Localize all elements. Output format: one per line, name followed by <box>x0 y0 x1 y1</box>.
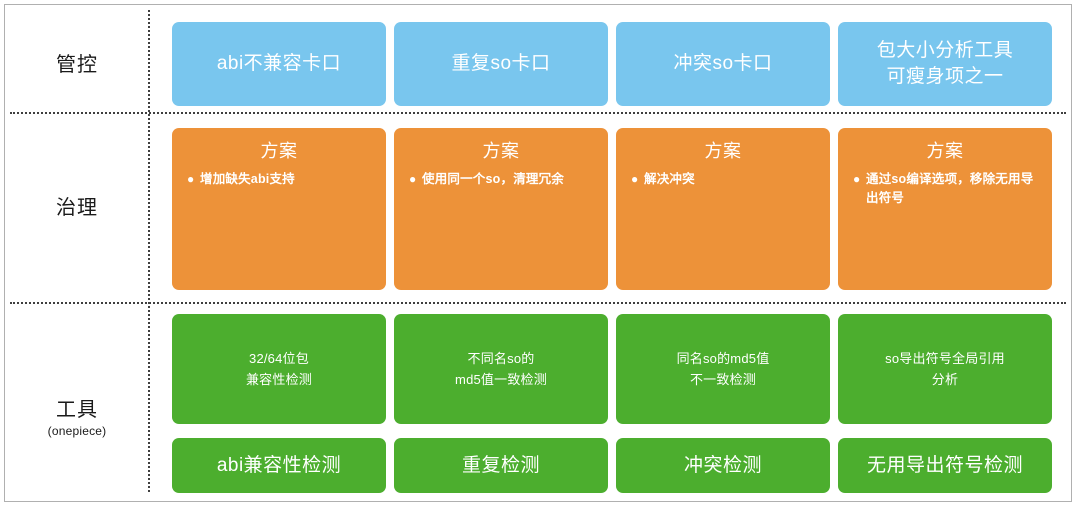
tool-desc-card-3[interactable]: 同名so的md5值 不一致检测 <box>616 314 830 424</box>
control-card-1[interactable]: abi不兼容卡口 <box>172 22 386 106</box>
row-label-control: 管控 <box>6 52 148 78</box>
row-label-tools-sub: (onepiece) <box>47 424 107 438</box>
horizontal-dotted-separator-1 <box>10 112 1066 114</box>
row-label-governance-main: 治理 <box>56 197 98 219</box>
row-label-control-main: 管控 <box>56 54 98 76</box>
tool-desc-card-4[interactable]: so导出符号全局引用 分析 <box>838 314 1052 424</box>
plan-card-2-list: ● 使用同一个so，清理冗余 <box>406 170 596 189</box>
plan-card-4-list: ● 通过so编译选项，移除无用导出符号 <box>850 170 1040 208</box>
bullet-icon: ● <box>631 172 639 186</box>
plan-card-2-title: 方案 <box>482 141 520 161</box>
horizontal-dotted-separator-2 <box>10 302 1066 304</box>
plan-card-1-list: ● 增加缺失abi支持 <box>184 170 374 189</box>
row-label-governance: 治理 <box>6 195 148 221</box>
plan-card-4-item-1-text: 通过so编译选项，移除无用导出符号 <box>866 172 1034 205</box>
plan-card-2-item-1: ● 使用同一个so，清理冗余 <box>409 170 594 189</box>
vertical-dotted-separator <box>148 10 150 492</box>
plan-card-3[interactable]: 方案 ● 解决冲突 <box>616 128 830 290</box>
plan-card-1[interactable]: 方案 ● 增加缺失abi支持 <box>172 128 386 290</box>
tool-name-card-1[interactable]: abi兼容性检测 <box>172 438 386 493</box>
tool-name-card-3[interactable]: 冲突检测 <box>616 438 830 493</box>
plan-card-3-title: 方案 <box>704 141 742 161</box>
plan-card-3-list: ● 解决冲突 <box>628 170 818 189</box>
plan-card-4-item-1: ● 通过so编译选项，移除无用导出符号 <box>853 170 1038 208</box>
row-label-tools-main: 工具 <box>56 399 98 421</box>
plan-card-1-item-1: ● 增加缺失abi支持 <box>187 170 372 189</box>
plan-card-2[interactable]: 方案 ● 使用同一个so，清理冗余 <box>394 128 608 290</box>
tool-desc-card-1[interactable]: 32/64位包 兼容性检测 <box>172 314 386 424</box>
plan-card-4[interactable]: 方案 ● 通过so编译选项，移除无用导出符号 <box>838 128 1052 290</box>
plan-card-2-item-1-text: 使用同一个so，清理冗余 <box>422 172 564 186</box>
control-card-2[interactable]: 重复so卡口 <box>394 22 608 106</box>
tool-desc-card-2[interactable]: 不同名so的 md5值一致检测 <box>394 314 608 424</box>
control-card-4[interactable]: 包大小分析工具 可瘦身项之一 <box>838 22 1052 106</box>
tool-name-card-4[interactable]: 无用导出符号检测 <box>838 438 1052 493</box>
tool-name-card-2[interactable]: 重复检测 <box>394 438 608 493</box>
plan-card-1-title: 方案 <box>260 141 298 161</box>
control-card-3[interactable]: 冲突so卡口 <box>616 22 830 106</box>
bullet-icon: ● <box>409 172 417 186</box>
row-label-tools: 工具 (onepiece) <box>6 397 148 439</box>
plan-card-4-title: 方案 <box>926 141 964 161</box>
bullet-icon: ● <box>187 172 195 186</box>
plan-card-3-item-1-text: 解决冲突 <box>644 172 695 186</box>
plan-card-1-item-1-text: 增加缺失abi支持 <box>200 172 295 186</box>
bullet-icon: ● <box>853 172 861 186</box>
plan-card-3-item-1: ● 解决冲突 <box>631 170 816 189</box>
